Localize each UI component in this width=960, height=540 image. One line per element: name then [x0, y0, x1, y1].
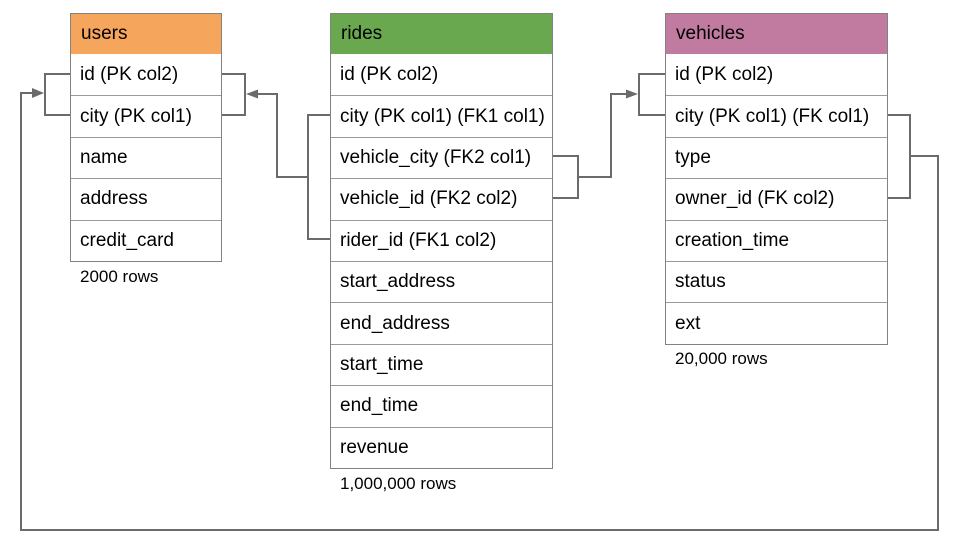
- vehicles-to-users-arrowhead-icon: [32, 88, 44, 98]
- table-rides-header: rides: [331, 14, 552, 54]
- table-rides-column-start-address: start_address: [331, 260, 552, 303]
- rides-to-users-link-line: [256, 93, 308, 178]
- rides-right-bracket-line: [553, 155, 579, 199]
- users-right-bracket-line: [222, 73, 246, 116]
- table-vehicles-column-city: city (PK col1) (FK col1): [666, 95, 887, 137]
- table-rides-column-id: id (PK col2): [331, 54, 552, 96]
- vehicles-to-users-link-line: [20, 92, 939, 531]
- rides-row-count-label: 1,000,000 rows: [340, 474, 457, 493]
- table-rides-column-city: city (PK col1) (FK1 col1): [331, 95, 552, 137]
- table-rides-column-end-time: end_time: [331, 385, 552, 427]
- table-vehicles-header: vehicles: [666, 14, 887, 54]
- rides-left-bracket-line: [307, 114, 330, 240]
- rides-to-vehicles-link-line: [578, 93, 628, 178]
- table-rides-column-vehicle-city: vehicle_city (FK2 col1): [331, 136, 552, 179]
- table-vehicles-column-type: type: [666, 136, 887, 179]
- table-users-header: users: [71, 14, 221, 54]
- table-rides-column-start-time: start_time: [331, 343, 552, 386]
- vehicles-row-count-label: 20,000 rows: [675, 349, 768, 368]
- table-vehicles-column-creation-time: creation_time: [666, 219, 887, 261]
- table-rides-column-revenue: revenue: [331, 426, 552, 468]
- table-rides-column-vehicle-id: vehicle_id (FK2 col2): [331, 178, 552, 220]
- table-rides-column-end-address: end_address: [331, 302, 552, 344]
- table-users: users id (PK col2) city (PK col1) name a…: [70, 13, 222, 262]
- table-rides-column-rider-id: rider_id (FK1 col2): [331, 219, 552, 261]
- table-users-column-credit-card: credit_card: [71, 219, 221, 261]
- table-users-column-id: id (PK col2): [71, 54, 221, 96]
- users-row-count-label: 2000 rows: [80, 267, 159, 286]
- table-vehicles-column-status: status: [666, 260, 887, 303]
- table-users-column-city: city (PK col1): [71, 95, 221, 137]
- table-vehicles-column-id: id (PK col2): [666, 54, 887, 96]
- table-users-column-address: address: [71, 178, 221, 220]
- rides-to-users-arrowhead-icon: [246, 89, 258, 99]
- vehicles-left-bracket-line: [638, 73, 665, 116]
- vehicles-right-bracket-line: [888, 114, 911, 199]
- users-left-bracket-line: [44, 73, 70, 116]
- rides-to-vehicles-arrowhead-icon: [626, 89, 638, 99]
- table-vehicles: vehicles id (PK col2) city (PK col1) (FK…: [665, 13, 888, 345]
- table-vehicles-column-owner-id: owner_id (FK col2): [666, 178, 887, 220]
- table-rides: rides id (PK col2) city (PK col1) (FK1 c…: [330, 13, 553, 469]
- table-vehicles-column-ext: ext: [666, 302, 887, 344]
- table-users-column-name: name: [71, 136, 221, 179]
